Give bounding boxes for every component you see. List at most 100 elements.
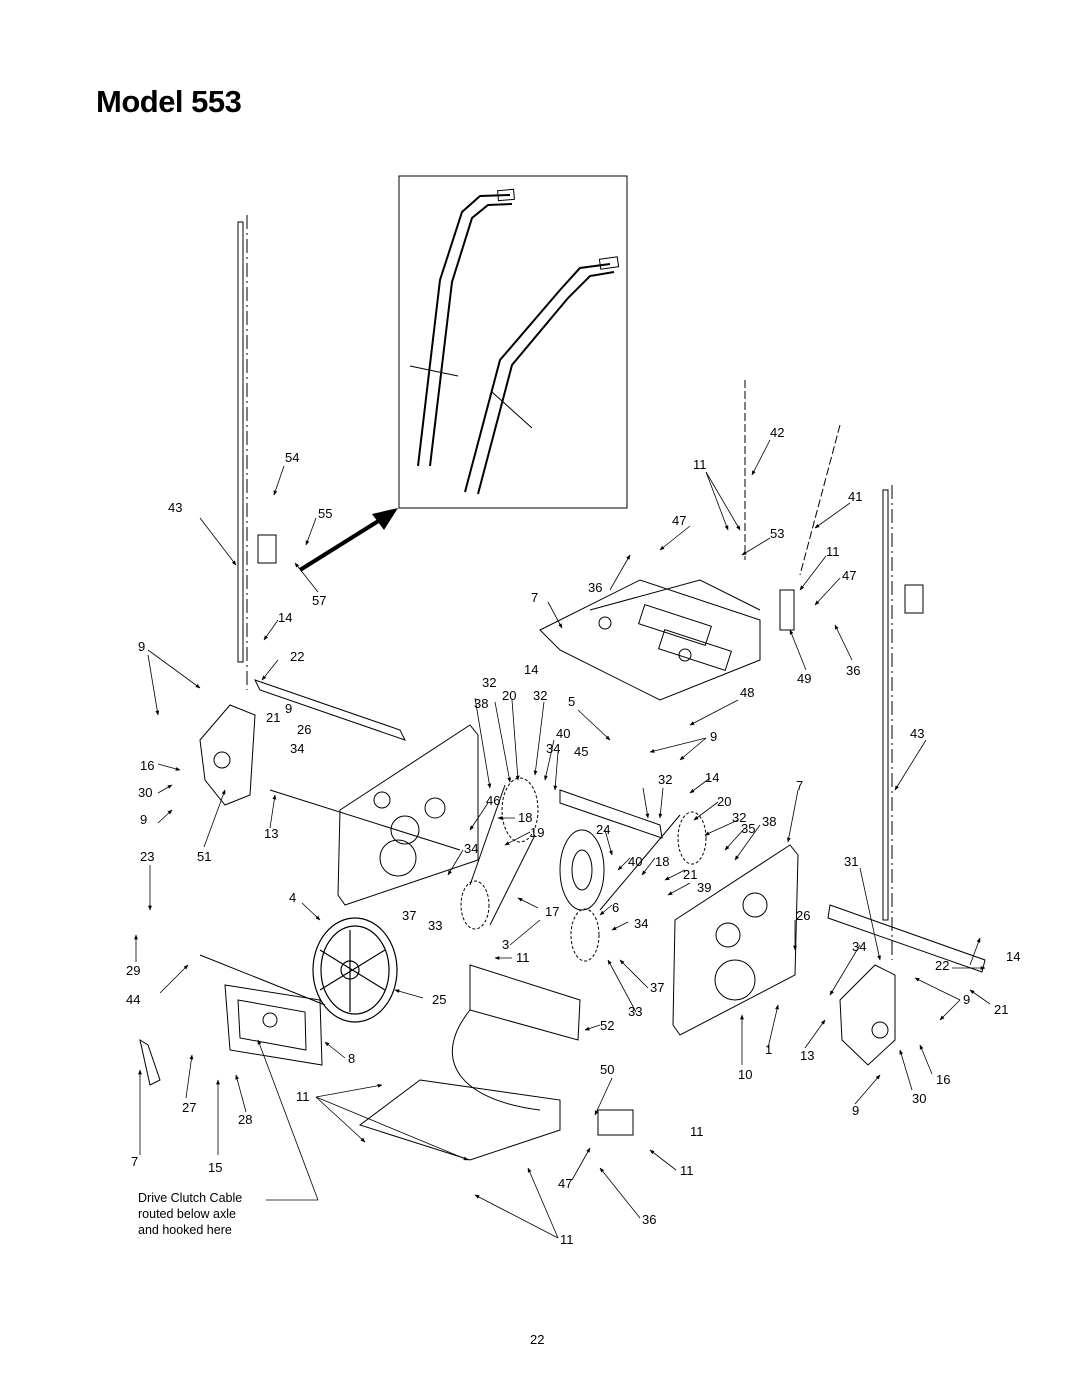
control-panel [539, 579, 761, 701]
callout: 11 [693, 457, 707, 472]
callout: 38 [474, 696, 488, 711]
right-frame-plate [672, 844, 799, 1036]
note-line-2: routed below axle [138, 1207, 236, 1221]
callout: 42 [770, 425, 784, 440]
callout: 48 [740, 685, 754, 700]
bottom-cover [358, 964, 581, 1161]
callout: 7 [796, 778, 803, 793]
callout: 51 [197, 849, 211, 864]
callout: 18 [518, 810, 532, 825]
page-title: Model 553 [96, 84, 242, 119]
callout: 16 [140, 758, 154, 773]
callout: 14 [524, 662, 538, 677]
callout: 34 [290, 741, 304, 756]
callout: 14 [1006, 949, 1020, 964]
callout: 9 [852, 1103, 859, 1118]
callout: 9 [140, 812, 147, 827]
callout: 57 [312, 593, 326, 608]
leader-lines [134, 439, 991, 1239]
callout: 32 [533, 688, 547, 703]
callout: 37 [650, 980, 664, 995]
callout: 41 [848, 489, 862, 504]
handle-inset [398, 175, 628, 509]
right-control-rod [882, 485, 893, 960]
callout: 34 [852, 939, 866, 954]
callout: 36 [846, 663, 860, 678]
callout: 11 [826, 544, 840, 559]
callout: 33 [428, 918, 442, 933]
callout: 43 [168, 500, 182, 515]
right-gearbox [839, 964, 896, 1066]
callout: 11 [560, 1232, 574, 1247]
callout: 14 [278, 610, 292, 625]
callout: 47 [672, 513, 686, 528]
callout: 1 [765, 1042, 772, 1057]
callout: 32 [732, 810, 746, 825]
callout: 28 [238, 1112, 252, 1127]
clutch-bracket [139, 380, 924, 1136]
cable-routing-note: Drive Clutch Cable routed below axle and… [138, 1190, 242, 1238]
callout: 32 [482, 675, 496, 690]
callout: 11 [296, 1089, 310, 1104]
callout: 46 [486, 793, 500, 808]
callout: 47 [842, 568, 856, 583]
callout: 44 [126, 992, 140, 1007]
callout: 9 [285, 701, 292, 716]
callout: 40 [628, 854, 642, 869]
callout: 26 [796, 908, 810, 923]
sprocket-chain [460, 777, 707, 962]
callout: 34 [464, 841, 478, 856]
callout: 33 [628, 1004, 642, 1019]
callout: 50 [600, 1062, 614, 1077]
callout: 16 [936, 1072, 950, 1087]
callout: 3 [502, 937, 509, 952]
callout: 11 [516, 950, 530, 965]
callout: 24 [596, 822, 610, 837]
callout: 55 [318, 506, 332, 521]
callout: 6 [612, 900, 619, 915]
callout: 17 [545, 904, 559, 919]
shafts [199, 679, 986, 1006]
callout: 49 [797, 671, 811, 686]
callout: 9 [138, 639, 145, 654]
callout: 4 [289, 890, 296, 905]
callout: 20 [502, 688, 516, 703]
callout: 7 [531, 590, 538, 605]
callout: 20 [717, 794, 731, 809]
left-frame-plate [337, 724, 479, 906]
callout: 54 [285, 450, 299, 465]
inset-arrow [298, 508, 398, 572]
callout: 29 [126, 963, 140, 978]
callout: 37 [402, 908, 416, 923]
callout: 9 [963, 992, 970, 1007]
callout: 13 [800, 1048, 814, 1063]
callout: 53 [770, 526, 784, 541]
page-number: 22 [530, 1332, 545, 1347]
left-gearbox [199, 704, 256, 806]
callout: 25 [432, 992, 446, 1007]
callout-labels: 54 43 55 57 14 9 22 21 9 26 34 16 30 9 1… [126, 425, 1020, 1247]
callout: 36 [642, 1212, 656, 1227]
callout: 15 [208, 1160, 222, 1175]
callout: 21 [994, 1002, 1008, 1017]
callout: 31 [844, 854, 858, 869]
callout: 43 [910, 726, 924, 741]
callout: 30 [912, 1091, 926, 1106]
callout: 10 [738, 1067, 752, 1082]
callout: 47 [558, 1176, 572, 1191]
callout: 40 [556, 726, 570, 741]
callout: 35 [741, 821, 755, 836]
callout: 26 [297, 722, 311, 737]
callout: 30 [138, 785, 152, 800]
callout: 27 [182, 1100, 196, 1115]
callout: 23 [140, 849, 154, 864]
callout: 22 [290, 649, 304, 664]
drive-bracket [224, 984, 323, 1066]
callout: 7 [131, 1154, 138, 1169]
callout: 22 [935, 958, 949, 973]
friction-wheel [312, 917, 398, 1023]
callout: 34 [634, 916, 648, 931]
callout: 52 [600, 1018, 614, 1033]
note-line-3: and hooked here [138, 1223, 232, 1237]
